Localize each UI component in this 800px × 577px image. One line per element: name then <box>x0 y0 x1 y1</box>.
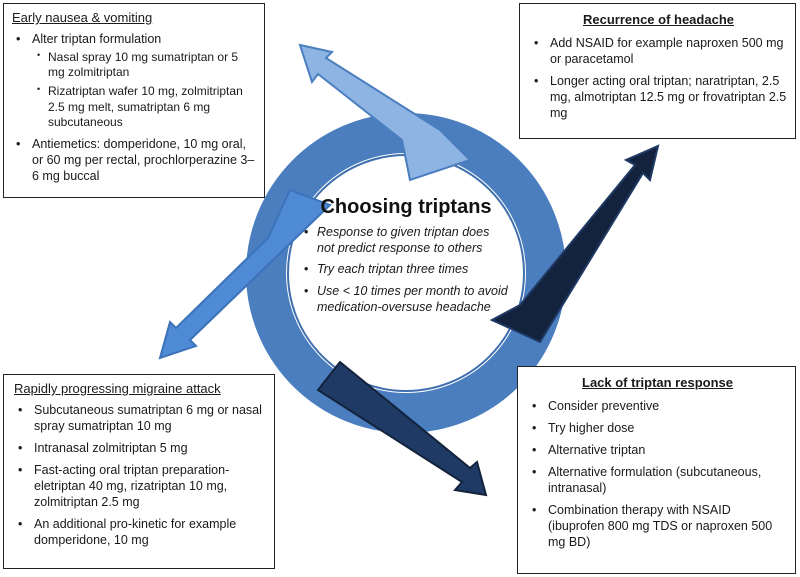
box-recurrence-heading: Recurrence of headache <box>582 12 734 27</box>
arrow-to-lack-of-response <box>316 360 488 497</box>
list-item: Longer acting oral triptan; naratriptan,… <box>530 73 787 121</box>
center-bullet: Try each triptan three times <box>303 262 509 278</box>
list-item: Fast-acting oral triptan preparation- el… <box>14 462 268 510</box>
box-lack-of-response: Lack of triptan response Consider preven… <box>517 366 796 574</box>
sub-list-item: Nasal spray 10 mg sumatriptan or 5 mg zo… <box>32 50 258 81</box>
center-bullet: Response to given triptan does not predi… <box>303 225 509 256</box>
center-panel: Choosing triptans Response to given trip… <box>303 196 509 321</box>
box-recurrence: Recurrence of headache Add NSAID for exa… <box>519 3 796 139</box>
list-item: Antiemetics: domperidone, 10 mg oral, or… <box>12 136 258 184</box>
list-item-text: Alter triptan formulation <box>32 31 162 46</box>
arrow-to-early-nausea <box>298 43 472 182</box>
list-item: Combination therapy with NSAID (ibuprofe… <box>528 502 787 550</box>
arrow-to-recurrence <box>489 144 660 344</box>
list-item: An additional pro-kinetic for example do… <box>14 516 268 548</box>
box-rapid-attack-heading: Rapidly progressing migraine attack <box>14 381 221 396</box>
sub-list-item: Rizatriptan wafer 10 mg, zolmitriptan 2.… <box>32 84 258 130</box>
list-item: Alternative triptan <box>528 442 787 458</box>
list-item: Subcutaneous sumatriptan 6 mg or nasal s… <box>14 402 268 434</box>
box-early-nausea: Early nausea & vomiting Alter triptan fo… <box>3 3 265 198</box>
box-rapid-attack: Rapidly progressing migraine attack Subc… <box>3 374 275 569</box>
center-title: Choosing triptans <box>320 196 492 218</box>
list-item: Alter triptan formulation Nasal spray 10… <box>12 31 258 131</box>
list-item: Consider preventive <box>528 398 787 414</box>
list-item: Alternative formulation (subcutaneous, i… <box>528 464 787 496</box>
list-item: Intranasal zolmitriptan 5 mg <box>14 440 268 456</box>
center-bullet: Use < 10 times per month to avoid medica… <box>303 284 509 315</box>
list-item: Try higher dose <box>528 420 787 436</box>
box-lack-of-response-heading: Lack of triptan response <box>582 375 733 390</box>
box-early-nausea-heading: Early nausea & vomiting <box>12 10 153 25</box>
arrow-to-rapid-attack <box>158 188 332 360</box>
list-item: Add NSAID for example naproxen 500 mg or… <box>530 35 787 67</box>
